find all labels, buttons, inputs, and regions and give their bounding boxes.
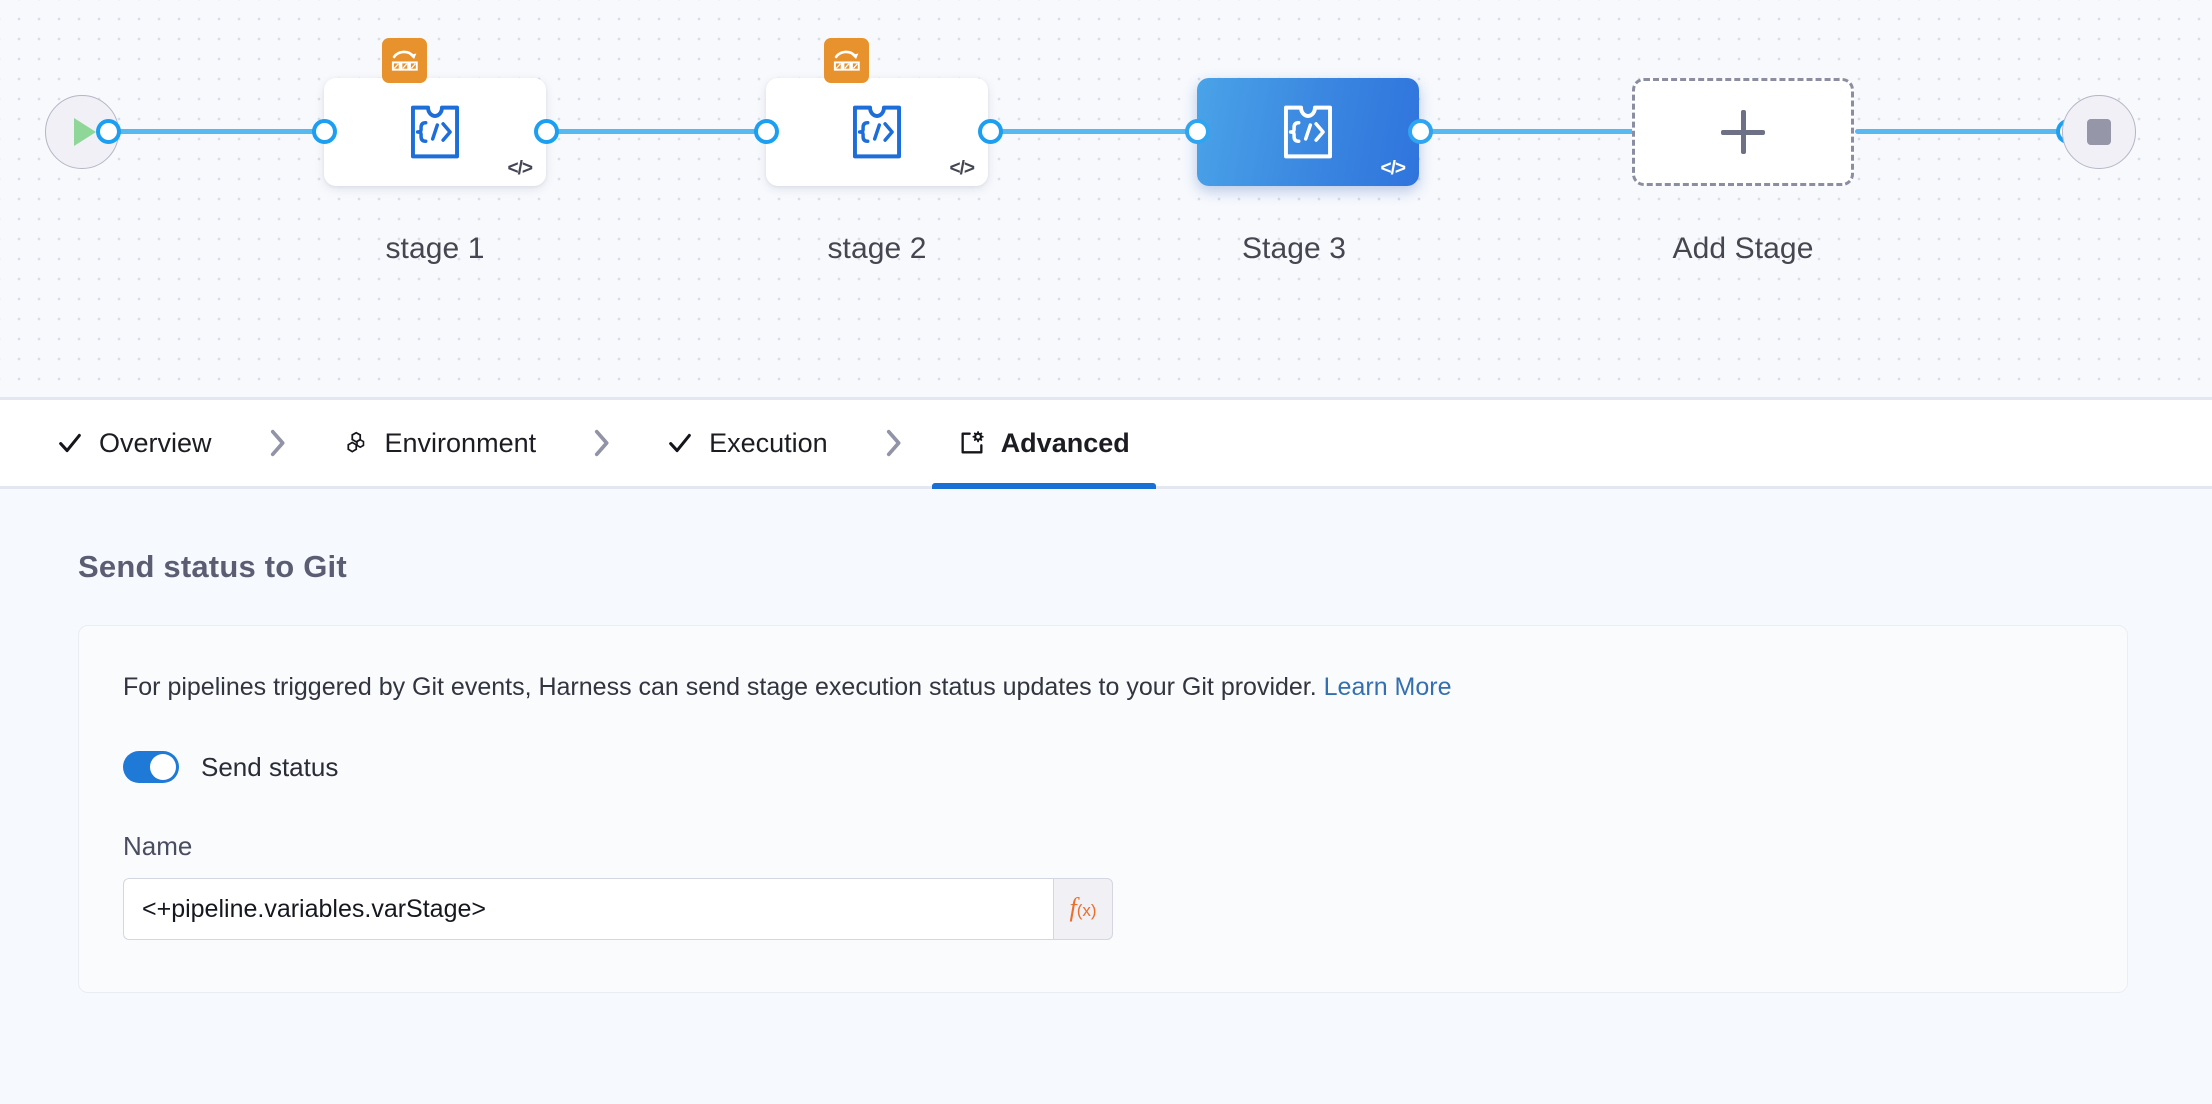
template-code-icon xyxy=(852,105,902,159)
stage-port[interactable] xyxy=(534,119,559,144)
stage-port[interactable] xyxy=(754,119,779,144)
card-description: For pipelines triggered by Git events, H… xyxy=(123,672,2083,703)
stage-label-2: stage 2 xyxy=(827,232,927,265)
stage-port[interactable] xyxy=(978,119,1003,144)
code-brackets-icon: </> xyxy=(949,158,976,179)
name-input[interactable] xyxy=(123,878,1053,941)
hexagon-cluster-icon xyxy=(346,431,364,453)
name-field-row: f(x) xyxy=(123,878,1113,941)
tab-label: Execution xyxy=(709,427,828,458)
description-text: For pipelines triggered by Git events, H… xyxy=(123,673,1317,701)
toggle-knob xyxy=(150,754,176,781)
send-status-card: For pipelines triggered by Git events, H… xyxy=(78,625,2128,994)
stage-port[interactable] xyxy=(1185,119,1210,144)
connector-rail xyxy=(990,129,1225,134)
chevron-right-icon xyxy=(886,429,901,457)
check-icon xyxy=(59,433,81,453)
add-stage-label: Add Stage xyxy=(1672,232,1814,265)
play-icon xyxy=(74,118,96,146)
advanced-panel: Send status to Git For pipelines trigger… xyxy=(0,489,2212,1104)
stage-node-1[interactable]: </> xyxy=(324,38,546,186)
name-field-label: Name xyxy=(123,831,193,862)
connector-rail xyxy=(1855,129,2080,134)
stage-label-1: stage 1 xyxy=(385,232,485,265)
tab-environment[interactable]: Environment xyxy=(316,400,563,486)
tab-advanced[interactable]: Advanced xyxy=(931,400,1156,489)
pipeline-canvas[interactable]: </> stage 1 </> stage 2 xyxy=(0,0,2212,400)
conditional-execution-icon xyxy=(824,38,869,83)
stage-config-tabs: Overview Environment Execution xyxy=(0,400,2212,489)
tab-execution[interactable]: Execution xyxy=(640,400,854,486)
tab-separator xyxy=(238,400,316,486)
tab-separator xyxy=(854,400,932,486)
send-status-label: Send status xyxy=(201,751,339,782)
tab-overview[interactable]: Overview xyxy=(30,400,238,486)
plus-icon xyxy=(1740,110,1746,154)
chevron-right-icon xyxy=(270,429,285,457)
code-brackets-icon: </> xyxy=(507,158,534,179)
code-brackets-icon: </> xyxy=(1380,158,1407,179)
chevron-right-icon xyxy=(595,429,609,457)
conditional-execution-icon xyxy=(382,38,427,83)
add-stage-button[interactable] xyxy=(1632,78,1854,186)
connector-rail xyxy=(104,129,334,134)
fx-label: f xyxy=(1069,893,1077,923)
fx-sublabel: (x) xyxy=(1076,901,1097,921)
stage-port[interactable] xyxy=(96,119,121,144)
connector-rail xyxy=(1430,129,1670,134)
gear-box-icon xyxy=(961,431,984,454)
tab-label: Overview xyxy=(99,427,212,458)
tab-separator xyxy=(562,400,640,486)
expression-fx-button[interactable]: f(x) xyxy=(1053,878,1113,941)
tab-label: Advanced xyxy=(1000,427,1130,458)
send-status-toggle[interactable] xyxy=(123,751,179,784)
template-code-icon xyxy=(410,105,460,159)
check-icon xyxy=(669,433,691,453)
send-status-toggle-row: Send status xyxy=(123,751,2083,784)
stop-icon xyxy=(2087,119,2111,145)
pipeline-end-node[interactable] xyxy=(2062,95,2136,169)
stage-node-2[interactable]: </> xyxy=(766,38,988,186)
tab-label: Environment xyxy=(384,427,537,458)
connector-rail xyxy=(545,129,780,134)
stage-port[interactable] xyxy=(1408,119,1433,144)
page-title: Send status to Git xyxy=(78,549,347,584)
stage-node-3[interactable]: </> xyxy=(1197,78,1419,186)
template-code-icon xyxy=(1283,105,1333,159)
learn-more-link[interactable]: Learn More xyxy=(1323,673,1452,701)
stage-port[interactable] xyxy=(312,119,337,144)
stage-label-3: Stage 3 xyxy=(1241,232,1347,265)
